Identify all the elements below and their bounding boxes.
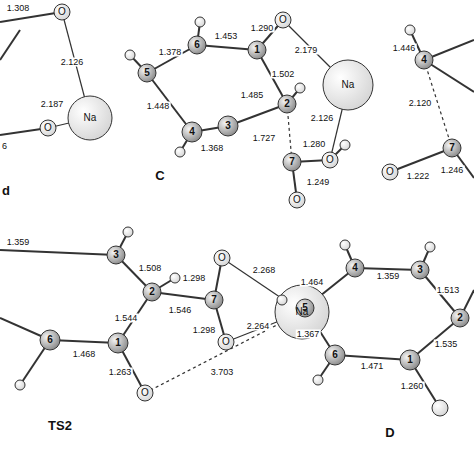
atom-number: 7 xyxy=(211,295,217,305)
bond-length: 1.471 xyxy=(360,362,385,371)
bond-length: 1.446 xyxy=(392,44,417,53)
atom-number: 2 xyxy=(457,313,463,323)
bond-length: 1.222 xyxy=(406,172,431,181)
element-symbol: Na xyxy=(342,80,355,90)
bond-length: 1.290 xyxy=(250,24,275,33)
element-symbol: O xyxy=(386,167,394,177)
bond-length: 1.485 xyxy=(240,91,265,100)
bond-length: 1.508 xyxy=(138,264,163,273)
bond-length: 2.264 xyxy=(246,322,271,331)
atom-number: 3 xyxy=(225,121,231,131)
bond-length: 1.513 xyxy=(436,286,461,295)
atom-number: 2 xyxy=(284,99,290,109)
atom-number: 4 xyxy=(189,127,195,137)
bond-length: 1.308 xyxy=(6,4,31,13)
bond-length: 1.280 xyxy=(302,140,327,149)
bond-length: 1.502 xyxy=(271,70,296,79)
structure-label: C xyxy=(154,169,165,182)
bond-length: 1.535 xyxy=(434,340,459,349)
element-symbol: O xyxy=(141,388,149,398)
atom-number: 4 xyxy=(421,55,427,65)
atom-number: 5 xyxy=(302,303,308,313)
bond-length: 2.126 xyxy=(60,58,85,67)
element-symbol: O xyxy=(218,253,226,263)
bond-length: 1.359 xyxy=(376,272,401,281)
element-symbol: O xyxy=(222,337,230,347)
atom-number: 1 xyxy=(407,355,413,365)
atom-number: 3 xyxy=(417,265,423,275)
bond-length: 1.298 xyxy=(192,326,217,335)
atom-number: 3 xyxy=(113,250,119,260)
bond-length: 1.368 xyxy=(200,144,225,153)
bond-length: 1.249 xyxy=(306,178,331,187)
bond-length: 1.448 xyxy=(146,102,171,111)
bond-length: 2.179 xyxy=(294,46,319,55)
atom-number: 5 xyxy=(144,68,150,78)
atom-number: 7 xyxy=(289,157,295,167)
bond-length: 6 xyxy=(1,142,8,151)
element-symbol: Na xyxy=(84,113,97,123)
bond-length: 1.453 xyxy=(214,32,239,41)
bond-length: 1.727 xyxy=(252,134,277,143)
bond-length: 1.464 xyxy=(300,278,325,287)
bond-length: 2.126 xyxy=(310,114,335,123)
bond-length: 1.544 xyxy=(114,314,139,323)
bond-length: 1.367 xyxy=(296,330,321,339)
structure-label: D xyxy=(384,426,395,439)
structure-label: TS2 xyxy=(47,419,73,432)
bond-length: 1.359 xyxy=(6,238,31,247)
atom-number: 2 xyxy=(149,287,155,297)
element-symbol: O xyxy=(326,155,334,165)
bond-length: 2.268 xyxy=(252,266,277,275)
bond-length: 1.263 xyxy=(108,368,133,377)
atom-number: 7 xyxy=(449,143,455,153)
bond-length: 1.246 xyxy=(440,166,465,175)
bond-length: 1.378 xyxy=(158,48,183,57)
element-symbol: O xyxy=(279,15,287,25)
atom-number: 1 xyxy=(115,338,121,348)
structure-label: d xyxy=(1,184,11,197)
bond-length: 2.187 xyxy=(40,100,65,109)
element-symbol: O xyxy=(293,195,301,205)
atom-number: 6 xyxy=(47,335,53,345)
element-symbol: O xyxy=(44,123,52,133)
bond-length: 1.260 xyxy=(400,382,425,391)
element-symbol: O xyxy=(58,7,66,17)
atom-number: 1 xyxy=(254,45,260,55)
bond-length: 3.703 xyxy=(210,368,235,377)
atom-number: 4 xyxy=(352,263,358,273)
bond-length: 1.298 xyxy=(182,274,207,283)
atom-number: 6 xyxy=(332,350,338,360)
bond-length: 1.468 xyxy=(72,350,97,359)
atom-number: 6 xyxy=(194,40,200,50)
bond-length: 2.120 xyxy=(408,99,433,108)
bond-length: 1.546 xyxy=(168,306,193,315)
